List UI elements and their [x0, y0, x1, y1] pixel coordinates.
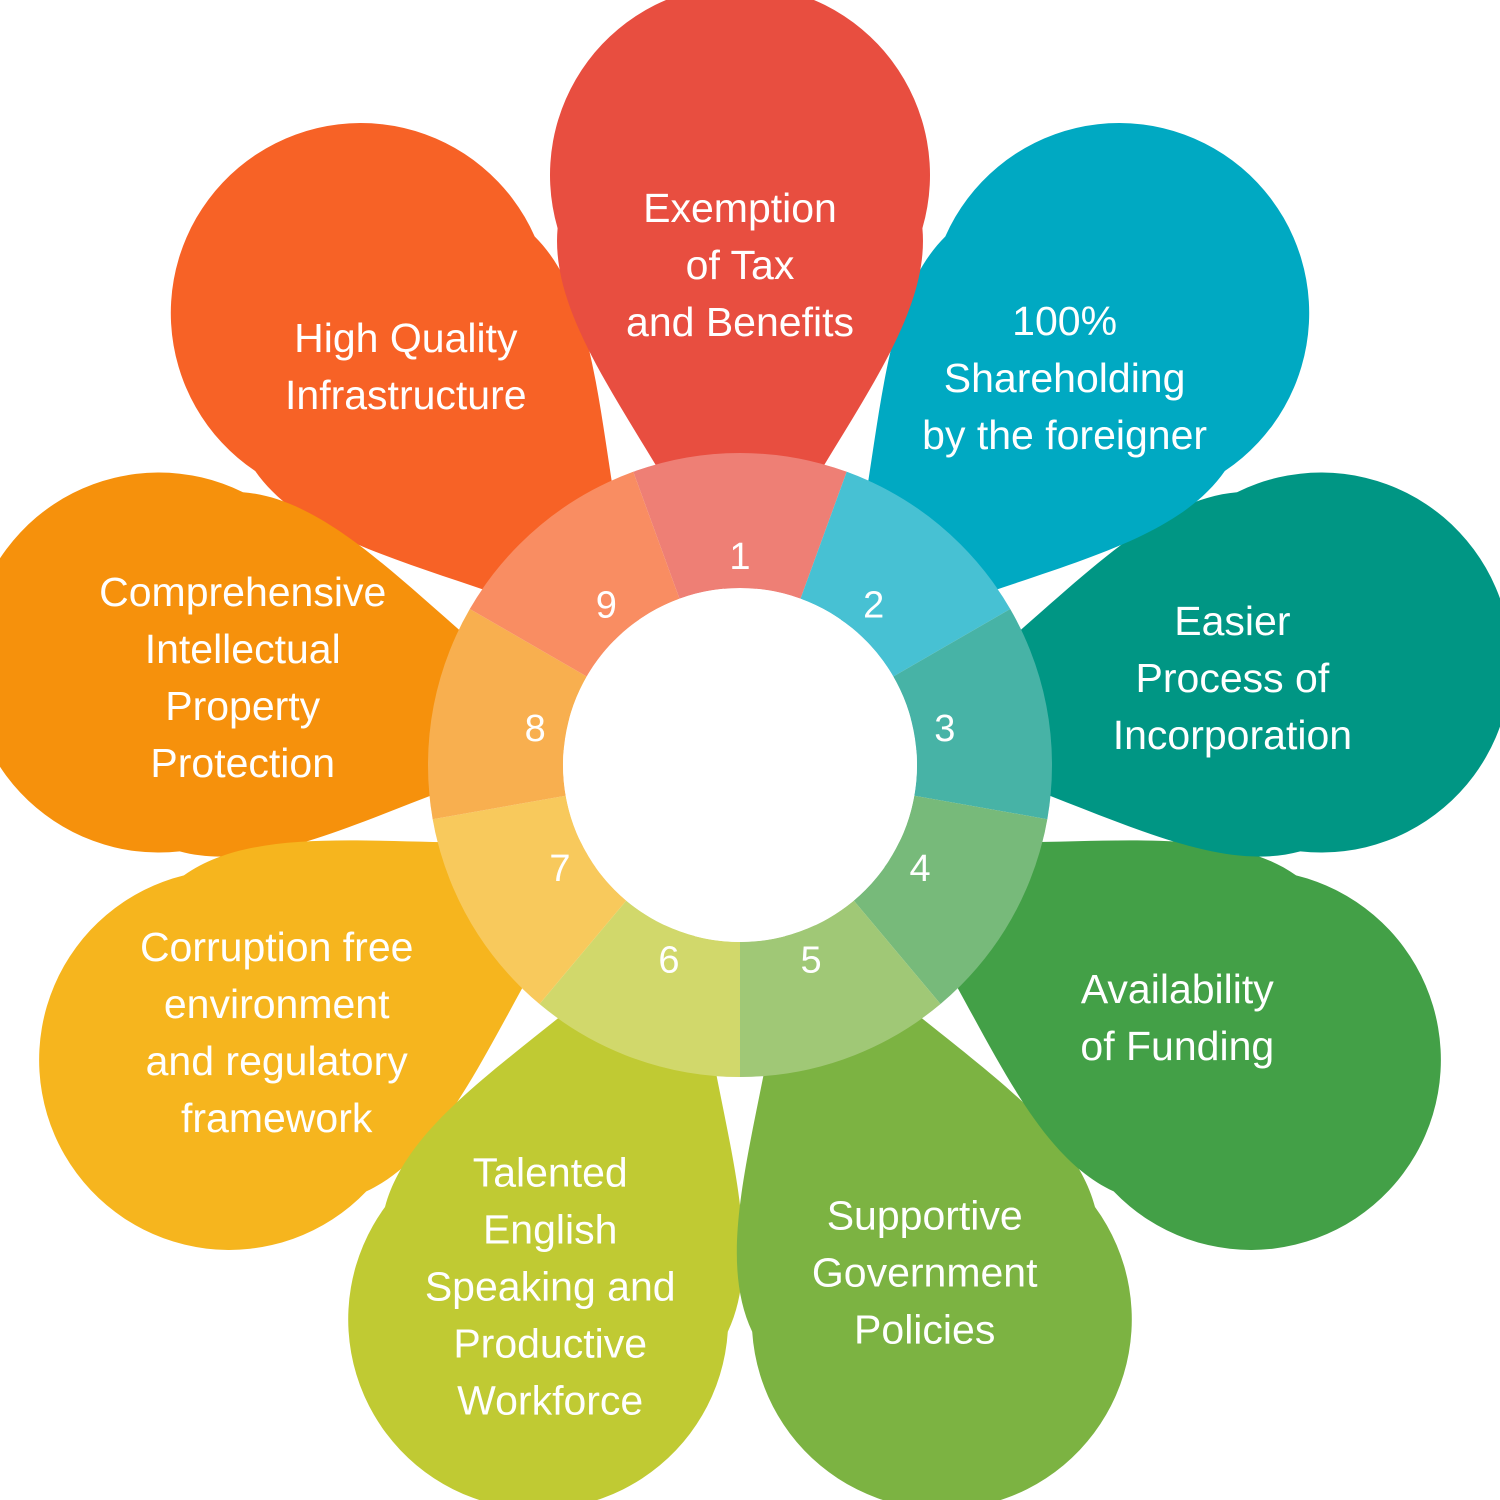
petal-number-3: 3: [934, 708, 955, 750]
petal-label-line: and Benefits: [626, 299, 854, 345]
center-hole: [563, 588, 917, 942]
petal-label-line: Intellectual: [145, 626, 341, 672]
ring-segment-5: [740, 900, 941, 1077]
petal-label-line: English: [483, 1207, 617, 1253]
petal-2: [830, 123, 1310, 658]
labels-layer: Exemption of Tax and Benefits 100% Sharehold…: [99, 185, 1352, 1424]
ring-segment-7: [432, 795, 627, 1004]
petal-label-line: Exemption: [643, 185, 837, 231]
ring-segment-8: [427, 609, 587, 820]
petal-label-2: 100% Shareholding by the foreigner: [922, 298, 1207, 458]
petal-label-line: Availability: [1081, 966, 1274, 1012]
petal-label-line: Productive: [453, 1321, 647, 1367]
petal-number-7: 7: [549, 848, 570, 890]
petal-number-6: 6: [658, 940, 679, 982]
ring-segment-9: [469, 471, 680, 677]
petal-label-line: by the foreigner: [922, 412, 1207, 458]
ring-highlight: [428, 453, 1052, 1077]
ring-segment-6: [539, 900, 740, 1077]
ring-segment-2: [800, 471, 1011, 677]
petal-label-line: Speaking and: [425, 1264, 676, 1310]
petal-1: [550, 0, 930, 625]
petal-label-line: 100%: [1012, 298, 1117, 344]
ring-segment-1: [633, 452, 847, 599]
petal-label-line: of Funding: [1080, 1023, 1274, 1069]
petal-7: [39, 835, 619, 1250]
ring-layer: [427, 452, 1053, 1077]
petal-label-line: Infrastructure: [285, 372, 527, 418]
petal-label-line: Government: [812, 1249, 1038, 1295]
petal-label-1: Exemption of Tax and Benefits: [626, 185, 854, 345]
petal-label-line: High Quality: [294, 315, 518, 361]
petal-label-line: Corruption free: [140, 924, 413, 970]
petal-label-line: environment: [164, 981, 390, 1027]
petal-label-line: Process of: [1136, 655, 1330, 701]
petal-label-line: Easier: [1174, 598, 1290, 644]
petal-9: [170, 123, 650, 658]
petal-number-4: 4: [910, 848, 931, 890]
ring-segment-3: [893, 609, 1053, 820]
petal-number-9: 9: [596, 585, 617, 627]
petal-number-2: 2: [863, 585, 884, 627]
numbers-layer: 1 2 3 4 5 6 7 8 9: [525, 536, 956, 982]
ring-segment-4: [853, 795, 1048, 1004]
petal-label-line: Supportive: [827, 1192, 1023, 1238]
petal-number-5: 5: [801, 940, 822, 982]
petal-label-4: Availability of Funding: [1080, 966, 1274, 1069]
petal-label-line: Protection: [150, 740, 335, 786]
petal-label-line: Workforce: [457, 1378, 643, 1424]
petal-number-8: 8: [525, 708, 546, 750]
petal-label-line: and regulatory: [146, 1038, 409, 1084]
petal-label-line: Talented: [473, 1150, 628, 1196]
petal-label-line: of Tax: [686, 242, 795, 288]
petal-label-line: Shareholding: [944, 355, 1186, 401]
petal-label-line: framework: [181, 1095, 373, 1141]
petal-label-7: Corruption free environment and regulatory…: [140, 924, 413, 1141]
petal-label-line: Comprehensive: [99, 569, 386, 615]
petal-number-1: 1: [729, 536, 750, 578]
petal-label-line: Property: [165, 683, 320, 729]
petal-label-line: Policies: [854, 1306, 995, 1352]
petal-label-line: Incorporation: [1113, 712, 1352, 758]
petal-4: [861, 835, 1441, 1250]
